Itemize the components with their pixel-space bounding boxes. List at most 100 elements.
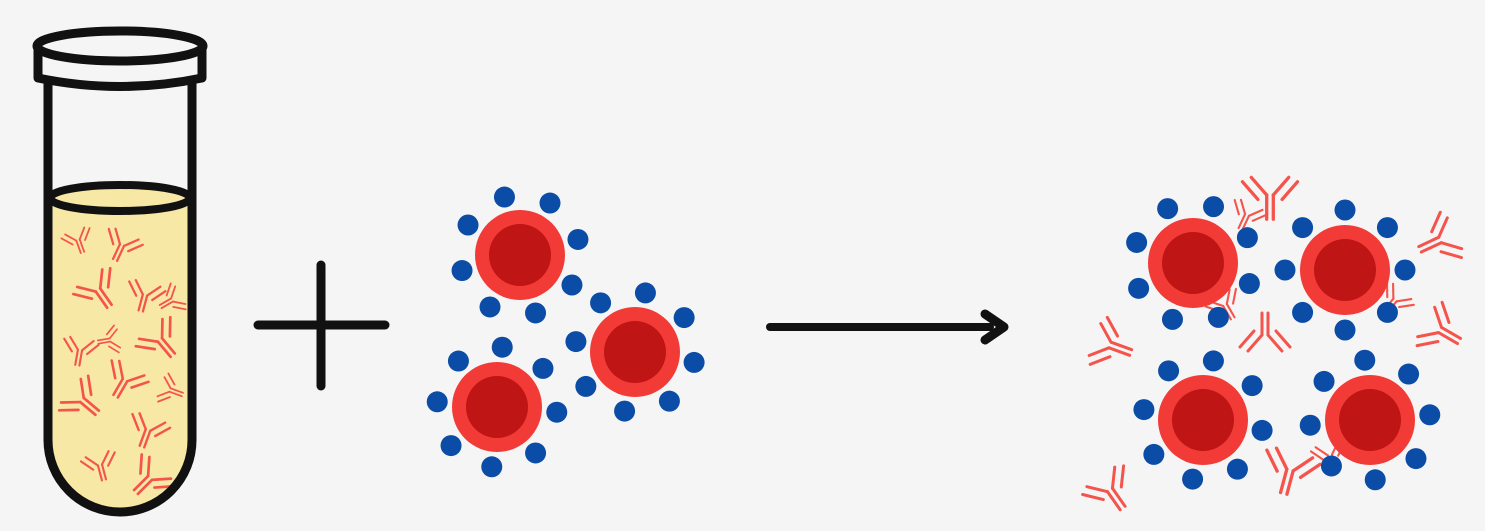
antibody-icon [134, 315, 177, 359]
antigen-dot [565, 331, 587, 353]
red-blood-cell [1299, 349, 1441, 491]
antigen-dot [1334, 199, 1356, 221]
red-blood-cell [1126, 196, 1260, 330]
antibody-icon [131, 412, 172, 449]
red-blood-cell [426, 336, 568, 478]
antibody-icon [79, 450, 116, 482]
antigen-dot [1203, 196, 1225, 218]
antibody-icon [1233, 198, 1268, 231]
red-blood-cell [565, 282, 705, 422]
tube-opening [32, 26, 208, 66]
antibody-icon [57, 374, 101, 417]
antibody-icon [1240, 175, 1300, 221]
antigen-dot [1292, 301, 1314, 323]
antibody-icon [1265, 446, 1322, 496]
test-tube-with-serum-antibodies-icon [32, 26, 208, 517]
antigen-dot [1143, 443, 1165, 465]
antigen-dot [683, 351, 705, 373]
antigen-dot [1241, 375, 1263, 397]
antibody-icon [1417, 210, 1464, 260]
antibody-icon [1087, 315, 1134, 366]
antigen-dot [539, 192, 561, 214]
cell-center [1172, 389, 1234, 451]
antigen-dot [1133, 399, 1155, 421]
cell-center [604, 321, 666, 383]
antibody-icon [1415, 300, 1463, 348]
antigen-dot [1274, 259, 1296, 281]
antigen-dot [426, 391, 448, 413]
antigen-dot [493, 186, 515, 208]
antibody-icon [1204, 287, 1238, 321]
antigen-dot [590, 292, 612, 314]
cell-center [1314, 239, 1376, 301]
antigen-dot [1394, 259, 1416, 281]
antigen-dot [479, 296, 501, 318]
plus-sign-icon [253, 260, 390, 391]
red-blood-cell [1133, 350, 1273, 490]
antigen-dot [1238, 273, 1260, 295]
antigen-dot [447, 350, 469, 372]
red-blood-cell [1274, 199, 1416, 341]
antibody-icon [1081, 464, 1127, 512]
antigen-dot [1313, 370, 1335, 392]
antibody-icon [107, 227, 144, 263]
antibody-icon [132, 453, 175, 496]
cell-center [1162, 232, 1224, 294]
antigen-dot [1236, 227, 1258, 249]
antibody-icon [96, 324, 122, 354]
antigen-dot [440, 435, 462, 457]
red-blood-cell [451, 186, 589, 324]
cell-center [466, 376, 528, 438]
antigen-dot [673, 307, 695, 329]
antigen-dot [546, 401, 568, 423]
antibody-icon [63, 335, 100, 367]
serum-antibodies [57, 226, 187, 496]
cell-center [1339, 389, 1401, 451]
antigen-dot [1161, 308, 1183, 330]
antigen-dot [1405, 448, 1427, 470]
antigen-dot [1364, 469, 1386, 491]
antibody-icon [110, 359, 150, 399]
antigen-dot [614, 400, 636, 422]
antigen-dot [1251, 419, 1273, 441]
antigen-dot [1376, 217, 1398, 239]
antigen-dot [1398, 363, 1420, 385]
serum-surface [46, 181, 194, 215]
antigen-dot [1207, 306, 1229, 328]
antibody-icon [158, 282, 187, 311]
agglutinated-cells-icon [1126, 196, 1441, 491]
antibody-icon [156, 372, 184, 403]
antigen-dot [457, 214, 479, 236]
antigen-dot [1182, 468, 1204, 490]
antigen-dot [561, 274, 583, 296]
antibody-icon [60, 226, 91, 254]
antigen-dot [575, 375, 597, 397]
antigen-dot [1157, 198, 1179, 220]
antibody-icon [128, 278, 167, 313]
antigen-dot [451, 260, 473, 282]
antibody-icon [1238, 311, 1292, 353]
antigen-dot [1299, 414, 1321, 436]
antigen-dot [1354, 349, 1376, 371]
antigen-dot [1226, 458, 1248, 480]
reaction-arrow-icon [766, 309, 1009, 345]
antigen-dot [567, 228, 589, 250]
antigen-dot [658, 390, 680, 412]
antigen-dot [634, 282, 656, 304]
tube-body [43, 75, 197, 517]
antigen-dot [481, 456, 503, 478]
antibody-icon [72, 266, 113, 310]
antigen-dot [1292, 217, 1314, 239]
cell-center [489, 224, 551, 286]
antigen-dot [491, 336, 513, 358]
antigen-dot [525, 302, 547, 324]
antigen-dot [525, 442, 547, 464]
antigen-dot [1419, 404, 1441, 426]
antigen-dot [1320, 455, 1342, 477]
antigen-dot [1202, 350, 1224, 372]
antigen-dot [1376, 301, 1398, 323]
antigen-dot [1158, 360, 1180, 382]
antigen-dot [1126, 231, 1148, 253]
